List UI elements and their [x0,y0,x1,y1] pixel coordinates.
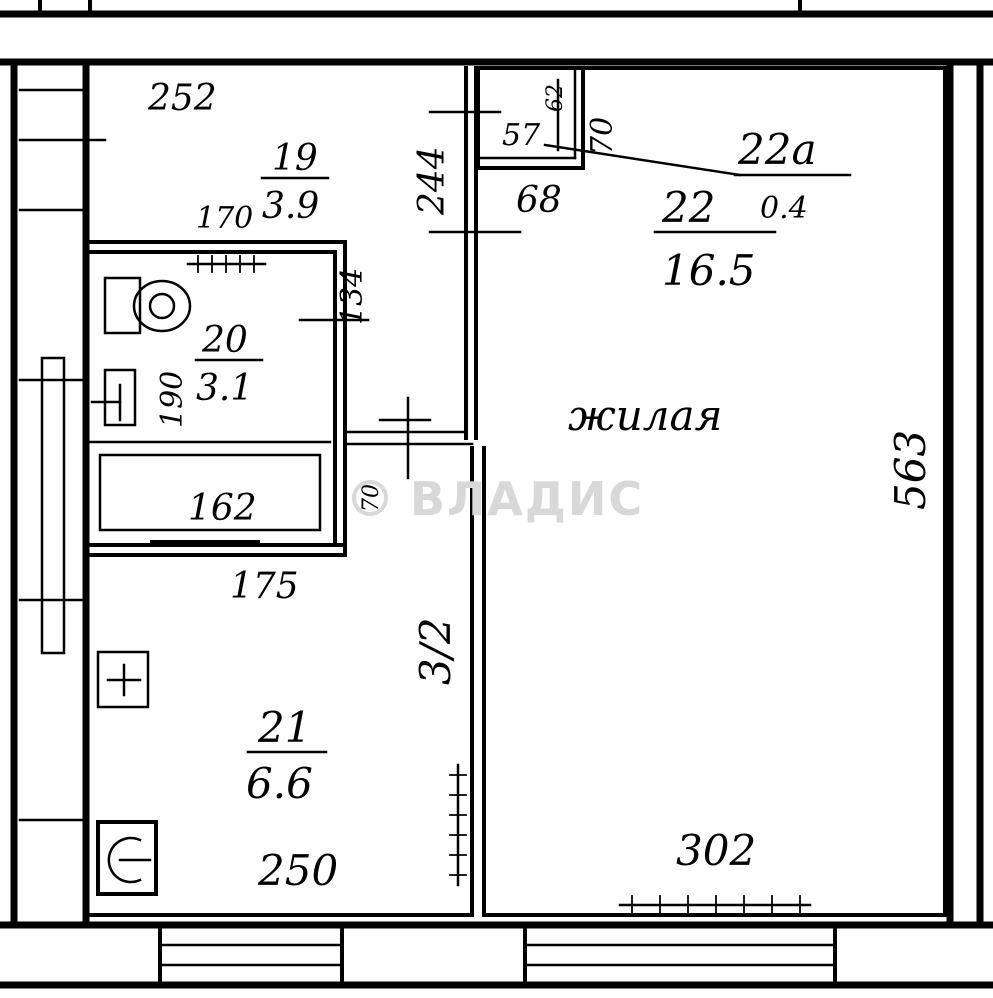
room-22-area: 16.5 [662,246,756,295]
dimension-70-top: 70 [585,117,620,155]
dimension-162: 162 [188,488,257,529]
dimension-563: 563 [886,430,935,510]
room-19-number: 19 [272,138,318,179]
dimension-252: 252 [147,78,217,119]
dimension-175: 175 [230,566,299,607]
room-19-area: 3.9 [262,186,319,227]
room-22a-area: 0.4 [760,191,808,226]
room-20-area: 3.1 [196,368,253,409]
watermark-text: ВЛАДИС [410,472,644,526]
living-room-walls [88,66,947,917]
room-21-area: 6.6 [246,759,313,808]
kitchen-fixtures [96,650,467,896]
dimension-250: 250 [257,846,338,895]
closet-22a-walls [428,66,852,234]
dimension-134: 134 [335,268,370,325]
dimension-244: 244 [412,146,453,216]
bathroom-walls [86,240,370,557]
dimension-68: 68 [516,180,562,221]
room-22a-number: 22a [737,125,816,174]
dimension-57: 57 [502,118,541,153]
central-partition [343,66,486,917]
room-21-number: 21 [257,703,311,752]
dimension-170: 170 [196,201,253,236]
dimension-312: 3/2 [411,617,460,685]
room-20-number: 20 [201,320,248,361]
room-22-number: 22 [661,183,715,232]
dimension-62: 62 [543,84,568,112]
room-22-type: жилая [568,391,722,440]
dimension-190: 190 [155,371,190,428]
area-fraction-lines [194,176,777,754]
watermark-logo-icon [352,480,388,516]
dimension-302: 302 [676,826,756,875]
dimension-70-small: 70 [359,484,384,512]
windows [158,923,837,987]
